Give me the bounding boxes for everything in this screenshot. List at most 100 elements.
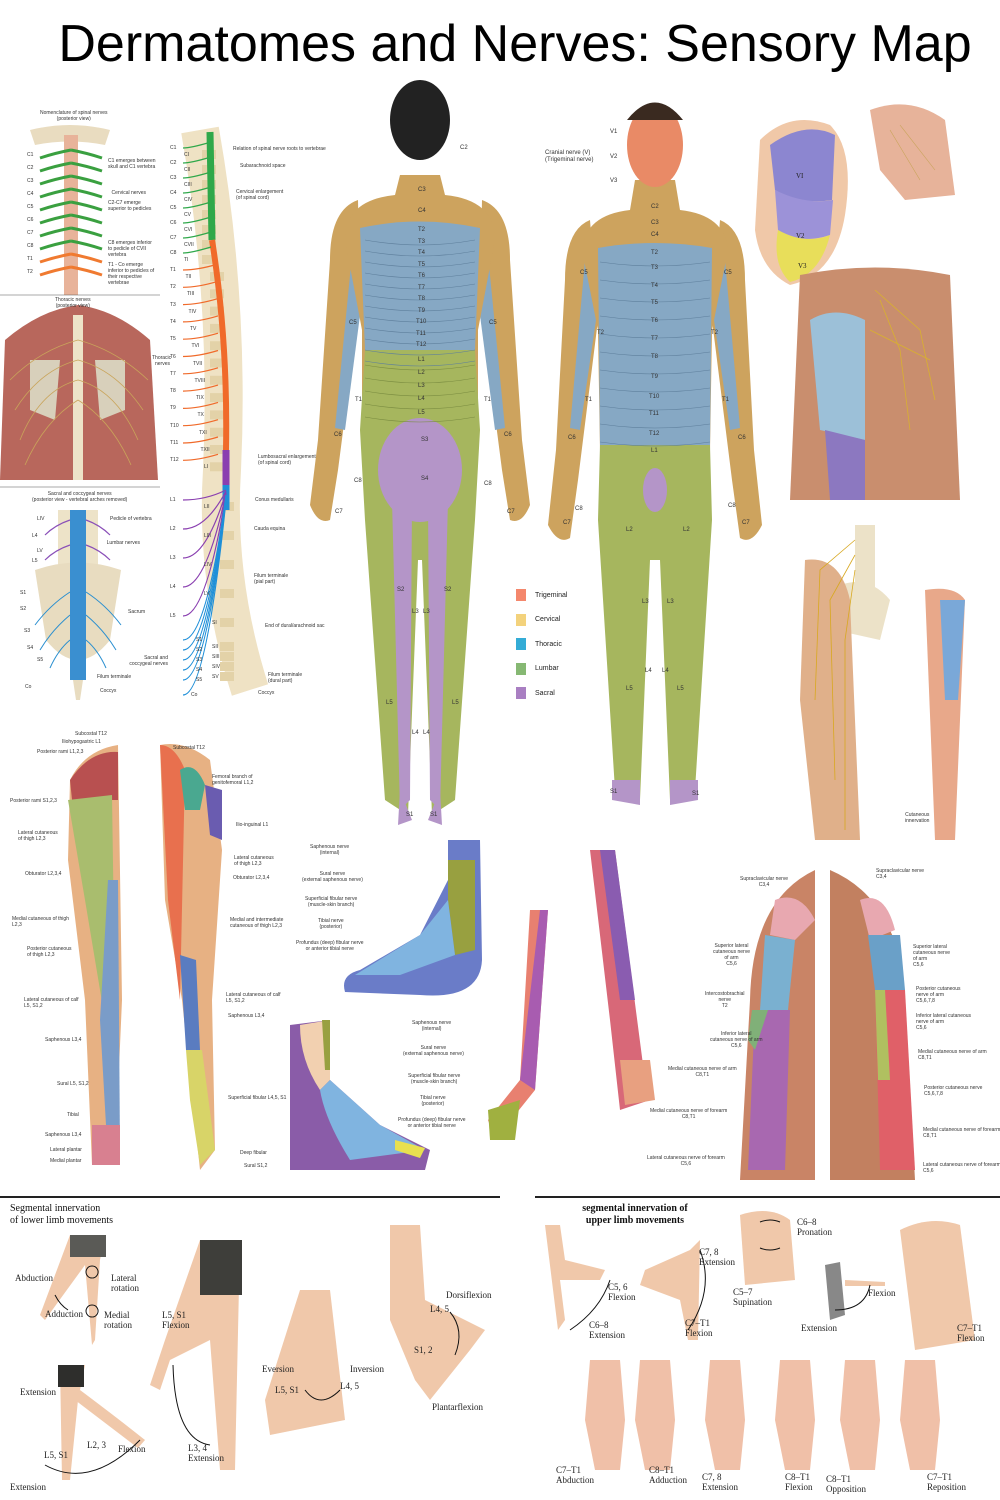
spinal-nerve-label: C7 — [170, 235, 177, 241]
posterior-dermatome-label: S3 — [421, 437, 429, 443]
spinal-nerve-label: L4 — [170, 584, 176, 590]
vertebra-label: CII — [184, 167, 191, 173]
arm-nerve-label-anterior: Inferior lateral cutaneous nerve of arm … — [710, 1031, 763, 1049]
spinal-nerve-line — [182, 401, 219, 409]
lower-limb-movement-label: Extension — [20, 1387, 56, 1397]
foot-nerve-label: Saphenous nerve (internal) — [310, 844, 350, 856]
arm-nerves-illustration — [488, 850, 655, 1140]
arm-nerve-label-posterior: Superior lateral cutaneous nerve of arm … — [913, 944, 950, 968]
sacral-label: S2 — [20, 606, 27, 612]
spinal-nerve-label: S2 — [196, 647, 203, 653]
spinal-nerve-line — [182, 246, 212, 254]
spinal-nerve-line — [182, 367, 219, 375]
arm-nerve-label-anterior: Superior lateral cutaneous nerve of arm … — [713, 943, 750, 967]
nomenclature-note: T1 - Co emerge inferior to pedicles of t… — [108, 262, 155, 286]
foot-nerve-label: Profundus (deep) fibular nerve or anteri… — [398, 1117, 466, 1129]
lower-limb-movement-label: Inversion — [350, 1364, 384, 1374]
legend-label: Sacral — [535, 689, 555, 697]
arm-nerve-label-anterior: Lateral cutaneous nerve of forearm C5,6 — [647, 1155, 725, 1167]
posterior-leg-nerve-label: Posterior rami L1,2,3 — [37, 749, 84, 755]
leg-dermatomes-illustration — [68, 744, 222, 1170]
spinal-nerve-label: T7 — [170, 370, 176, 377]
anterior-leg-nerve-label: Saphenous L3,4 — [228, 1013, 265, 1019]
divider-left — [0, 1196, 500, 1198]
spinal-nerve-line — [182, 315, 219, 323]
upper-limb-movement-label: C7–T1 Abduction — [556, 1465, 594, 1485]
posterior-dermatome-label: T10 — [416, 319, 427, 325]
spinal-nerve-label: T11 — [170, 440, 179, 446]
legend-swatch — [516, 613, 526, 626]
sacral-label: LV — [37, 548, 43, 554]
legend-swatch — [516, 687, 526, 700]
spinal-nerve-label: S5 — [196, 677, 203, 683]
foot-nerve-label: Superficial fibular nerve (muscle-skin b… — [408, 1073, 461, 1085]
upper-limb-movement-illustrations — [545, 1211, 975, 1470]
spinal-nerve-label: C4 — [170, 190, 177, 196]
legend-item-lumbar: Lumbar — [516, 657, 567, 682]
foot-dermatomes-illustration — [290, 840, 482, 1170]
spinal-nerve-line — [182, 280, 219, 288]
hand-illustration — [840, 1360, 880, 1470]
spinal-nerve-line — [182, 186, 212, 194]
vertebra-label: SIII — [212, 654, 220, 660]
posterior-dermatome-label: T12 — [416, 342, 427, 348]
posterior-body-figure — [310, 80, 530, 825]
legend-label: Lumbar — [535, 665, 559, 673]
vertebra-label: LV — [204, 591, 210, 597]
spine-annotation: Conus medullaris — [255, 497, 294, 503]
legend-item-thoracic: Thoracic — [516, 632, 567, 657]
spinal-nerve-line — [182, 171, 212, 179]
spine-annotation: Filum terminale (dural part) — [268, 672, 303, 684]
upper-limb-movement-label: Extension — [801, 1323, 837, 1333]
upper-limb-movement-label: C5, 6 Flexion — [608, 1282, 636, 1302]
lower-limb-movement-label: Plantarflexion — [432, 1402, 483, 1412]
vertebra-label: TVIII — [194, 377, 206, 384]
arm-nerve-label-anterior: Medial cutaneous nerve of arm C8,T1 — [668, 1066, 737, 1078]
thoracic-nerves-back-illustration — [0, 305, 158, 480]
nomenclature-note: C8 emerges inferior to pedicle of CVII v… — [108, 240, 152, 258]
vertebra-label: CV — [184, 212, 191, 218]
nerve-group-label: Sacral and coccygeal nerves — [129, 655, 168, 667]
anterior-leg-nerve-label: Subcostal T12 — [173, 745, 205, 751]
posterior-leg-nerve-label: Tibial — [67, 1112, 79, 1118]
nerve-group-label: Thoracic nerves — [152, 355, 172, 367]
legend-item-sacral: Sacral — [516, 681, 567, 706]
spinal-nerve-line — [182, 491, 227, 559]
vertebra-label: LIV — [204, 562, 212, 568]
spinal-nerve-label: T8 — [170, 388, 176, 395]
lower-limb-movement-label: Dorsiflexion — [446, 1290, 492, 1300]
hand-illustration — [635, 1360, 675, 1470]
upper-limb-movement-label: C7–T1 Flexion — [685, 1318, 713, 1338]
upper-limb-movement-label: C7–T1 Flexion — [957, 1323, 985, 1343]
sacral-label: Co — [25, 684, 32, 690]
thoracic-nerves-title: Thoracic nerves (posterior view) — [55, 297, 91, 309]
arm-nerve-label-posterior: Posterior cutaneous nerve of arm C5,6,7,… — [916, 986, 961, 1004]
posterior-leg-nerve-label: Obturator L2,3,4 — [25, 871, 62, 877]
posterior-dermatome-label: S2 — [444, 587, 452, 593]
spinal-nerve-label: L3 — [170, 555, 176, 561]
sacral-label: Pedicle of vertebra — [110, 516, 152, 522]
spinal-nerve-label: C8 — [170, 250, 177, 256]
upper-limb-movement-label: C8–T1 Flexion — [785, 1472, 813, 1492]
vertebra-label: TII — [185, 274, 192, 280]
poster-title: Dermatomes and Nerves: Sensory Map — [58, 15, 972, 73]
anterior-dermatome-label: T11 — [649, 411, 659, 417]
anterior-leg-nerve-label: Sural S1,2 — [244, 1163, 268, 1169]
legend-swatch — [516, 589, 526, 602]
sacral-label: Coccyx — [100, 688, 117, 694]
legend-label: Cervical — [535, 616, 561, 624]
anterior-dermatome-label: C6 — [738, 435, 746, 441]
spinal-nerve-line — [182, 384, 219, 392]
anterior-dermatome-label: L5 — [626, 686, 633, 692]
spinal-nerve-label: Co — [191, 692, 198, 698]
vertebra-label: LIII — [204, 533, 211, 539]
sacral-label: S4 — [27, 645, 34, 651]
vertebra-label: SI — [212, 620, 217, 626]
posterior-dermatome-label: L4 — [418, 396, 425, 402]
spinal-nerve-label: C6 — [170, 220, 177, 226]
nerve-label: C4 — [27, 191, 34, 197]
posterior-dermatome-label: C8 — [354, 478, 362, 484]
posterior-dermatome-label: T4 — [418, 250, 426, 256]
